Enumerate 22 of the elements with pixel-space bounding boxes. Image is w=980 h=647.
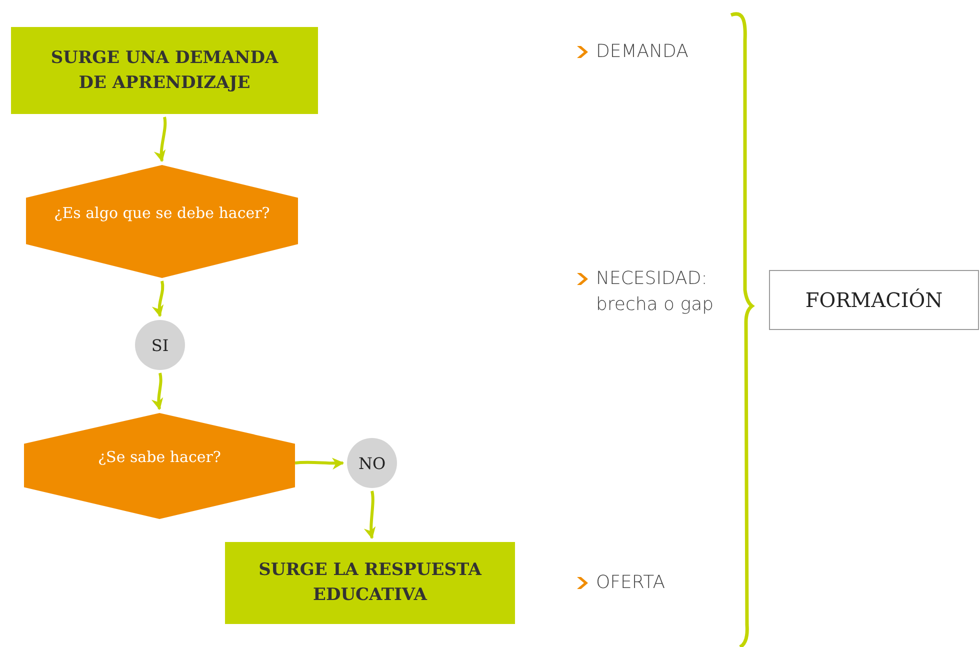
arrow bbox=[364, 490, 376, 540]
result-box bbox=[769, 270, 979, 330]
arrow bbox=[152, 372, 164, 410]
answer-circle bbox=[347, 438, 397, 488]
arrow bbox=[152, 280, 164, 318]
decision-hexagon bbox=[24, 413, 295, 519]
node-text: SURGE UNA DEMANDA DE APRENDIZAJE bbox=[50, 46, 280, 94]
node-text: SURGE LA RESPUESTA EDUCATIVA bbox=[258, 559, 483, 607]
arrow bbox=[154, 116, 167, 162]
node-text: NO bbox=[358, 454, 386, 472]
node-text: ¿Es algo que se debe hacer? bbox=[54, 204, 270, 222]
process-box bbox=[225, 542, 515, 624]
answer-circle bbox=[135, 320, 185, 370]
node-text: ¿Se sabe hacer? bbox=[98, 448, 221, 466]
decision-hexagon bbox=[26, 165, 298, 278]
category-label: NECESIDAD: brecha o gap bbox=[596, 267, 715, 317]
arrow bbox=[294, 457, 344, 470]
node-text: SI bbox=[151, 336, 169, 354]
category-label: DEMANDA bbox=[596, 40, 690, 64]
process-box bbox=[11, 27, 318, 114]
node-text: FORMACIÓN bbox=[805, 288, 943, 312]
category-label: OFERTA bbox=[596, 571, 666, 595]
